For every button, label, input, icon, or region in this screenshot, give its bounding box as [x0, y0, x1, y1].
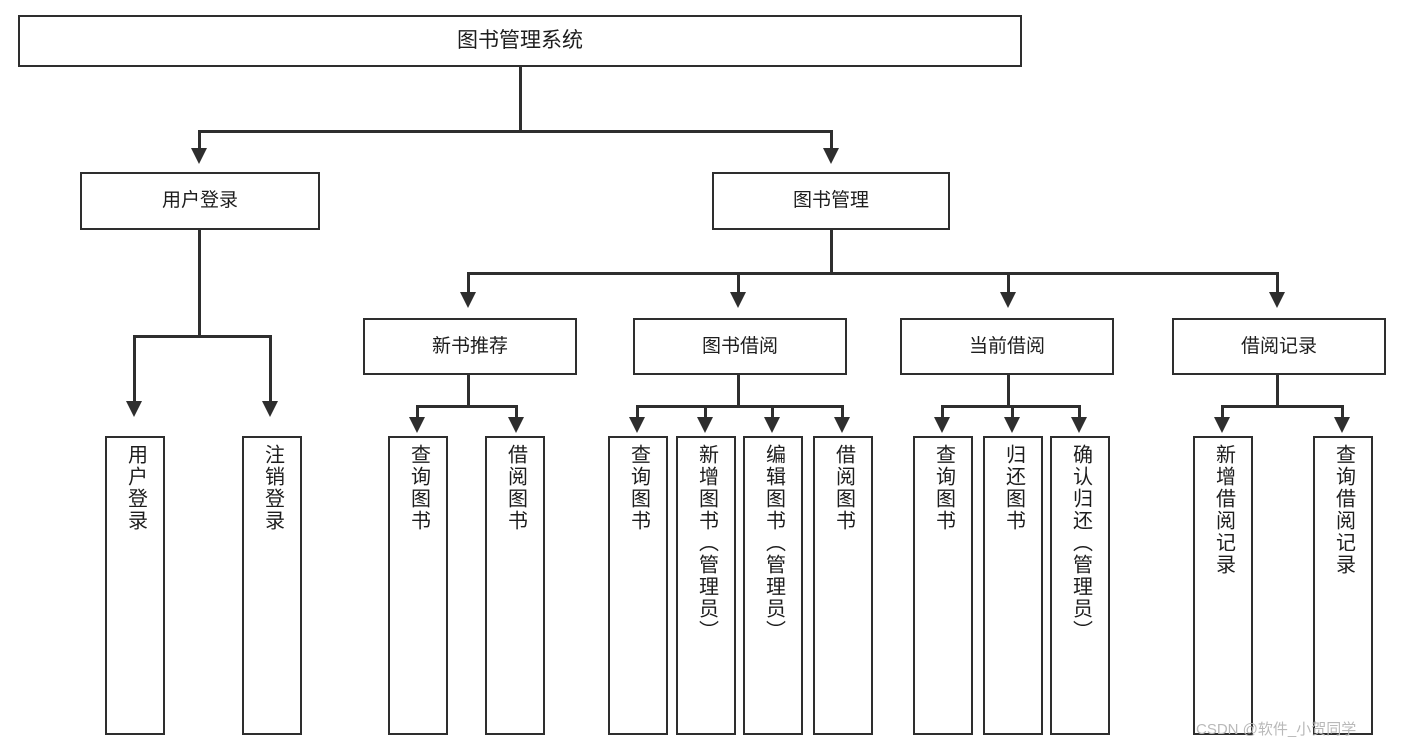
connector-drop-borrow-record [1276, 272, 1279, 294]
node-label: 编辑图书（管理员） [762, 444, 785, 642]
connector-drop-leaf-query-book-2 [636, 405, 639, 419]
node-new-book-recommend[interactable]: 新书推荐 [363, 318, 577, 375]
arrowhead-book-management [823, 148, 839, 164]
node-label: 新增借阅记录 [1212, 444, 1235, 576]
connector-level2-rail [467, 272, 1279, 275]
connector-drop-leaf-borrow-book-2 [841, 405, 844, 419]
arrowhead-new-book-recommend [460, 292, 476, 308]
node-label: 借阅记录 [1240, 335, 1317, 357]
node-label: 查询图书 [932, 444, 955, 532]
node-book-borrow[interactable]: 图书借阅 [633, 318, 847, 375]
leaf-confirm-return-admin[interactable]: 确认归还（管理员） [1050, 436, 1110, 735]
node-label: 借阅图书 [832, 444, 855, 532]
connector-current-borrow-rail [941, 405, 1080, 408]
connector-drop-leaf-query-book-1 [416, 405, 419, 419]
connector-book-management-stem [830, 230, 833, 275]
arrowhead-leaf-query-book-3 [934, 417, 950, 433]
node-root-book-management-system[interactable]: 图书管理系统 [18, 15, 1022, 67]
connector-level1-rail [198, 130, 832, 133]
connector-book-borrow-rail [636, 405, 844, 408]
connector-drop-leaf-add-book [704, 405, 707, 419]
node-label: 归还图书 [1002, 444, 1025, 532]
node-label: 查询图书 [407, 444, 430, 532]
node-book-management[interactable]: 图书管理 [712, 172, 950, 230]
arrowhead-current-borrow [1000, 292, 1016, 308]
connector-drop-book-borrow [737, 272, 740, 294]
leaf-add-borrow-record[interactable]: 新增借阅记录 [1193, 436, 1253, 735]
connector-new-book-recommend-rail [416, 405, 518, 408]
arrowhead-leaf-user-login [126, 401, 142, 417]
arrowhead-leaf-borrow-book-1 [508, 417, 524, 433]
node-label: 图书借阅 [701, 335, 778, 357]
node-label: 图书管理 [792, 190, 869, 212]
connector-drop-leaf-borrow-book-1 [515, 405, 518, 419]
connector-drop-leaf-return-book [1011, 405, 1014, 419]
arrowhead-leaf-query-book-1 [409, 417, 425, 433]
leaf-borrow-book[interactable]: 借阅图书 [813, 436, 873, 735]
leaf-edit-book-admin[interactable]: 编辑图书（管理员） [743, 436, 803, 735]
connector-user-login-stem [198, 230, 201, 337]
node-label: 确认归还（管理员） [1069, 444, 1092, 642]
node-label: 图书管理系统 [457, 29, 583, 53]
connector-drop-leaf-confirm-return [1078, 405, 1081, 419]
arrowhead-leaf-confirm-return [1071, 417, 1087, 433]
leaf-return-book[interactable]: 归还图书 [983, 436, 1043, 735]
leaf-query-book-recommend[interactable]: 查询图书 [388, 436, 448, 735]
node-label: 用户登录 [124, 444, 147, 532]
connector-borrow-record-rail [1221, 405, 1343, 408]
node-label: 新增图书（管理员） [695, 444, 718, 642]
connector-current-borrow-stem [1007, 375, 1010, 407]
node-label: 查询借阅记录 [1332, 444, 1355, 576]
node-label: 当前借阅 [968, 335, 1045, 357]
arrowhead-book-borrow [730, 292, 746, 308]
leaf-query-book-current[interactable]: 查询图书 [913, 436, 973, 735]
leaf-borrow-book-recommend[interactable]: 借阅图书 [485, 436, 545, 735]
node-borrow-record[interactable]: 借阅记录 [1172, 318, 1386, 375]
node-user-login[interactable]: 用户登录 [80, 172, 320, 230]
connector-root-stem [519, 67, 522, 130]
connector-new-book-recommend-stem [467, 375, 470, 407]
arrowhead-leaf-query-book-2 [629, 417, 645, 433]
node-label: 新书推荐 [431, 335, 508, 357]
leaf-query-borrow-record[interactable]: 查询借阅记录 [1313, 436, 1373, 735]
arrowhead-borrow-record [1269, 292, 1285, 308]
connector-drop-leaf-query-book-3 [941, 405, 944, 419]
arrowhead-leaf-logout [262, 401, 278, 417]
connector-drop-book-management [830, 130, 833, 150]
connector-borrow-record-stem [1276, 375, 1279, 407]
connector-drop-leaf-add-borrow-record [1221, 405, 1224, 419]
arrowhead-leaf-add-book [697, 417, 713, 433]
connector-drop-leaf-logout [269, 335, 272, 403]
node-label: 借阅图书 [504, 444, 527, 532]
arrowhead-leaf-return-book [1004, 417, 1020, 433]
connector-user-login-rail [133, 335, 269, 338]
node-label: 注销登录 [261, 444, 284, 532]
connector-drop-user-login [198, 130, 201, 150]
arrowhead-leaf-query-borrow-record [1334, 417, 1350, 433]
arrowhead-leaf-edit-book [764, 417, 780, 433]
arrowhead-leaf-borrow-book-2 [834, 417, 850, 433]
connector-book-borrow-stem [737, 375, 740, 407]
connector-drop-leaf-user-login [133, 335, 136, 403]
leaf-query-book-borrow[interactable]: 查询图书 [608, 436, 668, 735]
connector-drop-leaf-query-borrow-record [1341, 405, 1344, 419]
arrowhead-leaf-add-borrow-record [1214, 417, 1230, 433]
node-label: 查询图书 [627, 444, 650, 532]
arrowhead-user-login [191, 148, 207, 164]
connector-drop-new-book-recommend [467, 272, 470, 294]
node-label: 用户登录 [161, 190, 238, 212]
node-current-borrow[interactable]: 当前借阅 [900, 318, 1114, 375]
leaf-user-login[interactable]: 用户登录 [105, 436, 165, 735]
connector-drop-leaf-edit-book [771, 405, 774, 419]
leaf-logout[interactable]: 注销登录 [242, 436, 302, 735]
leaf-add-book-admin[interactable]: 新增图书（管理员） [676, 436, 736, 735]
connector-drop-current-borrow [1007, 272, 1010, 294]
